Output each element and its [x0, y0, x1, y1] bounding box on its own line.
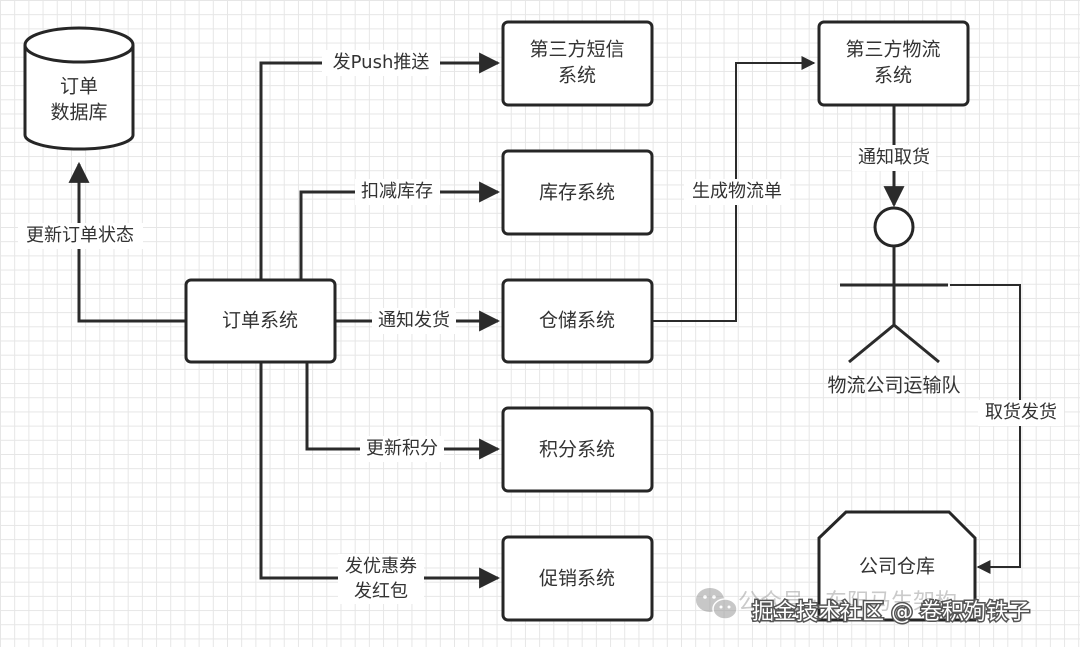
node-label: 促销系统 — [539, 568, 615, 590]
actor-left-leg — [848, 323, 895, 364]
node-inventory-system[interactable]: 库存系统 — [501, 149, 654, 236]
edge-label-line-2: 发红包 — [354, 581, 408, 602]
edge-update-order-status[interactable]: 更新订单状态 — [18, 161, 186, 323]
node-label-line-1: 第三方物流 — [845, 39, 940, 61]
node-sms-system[interactable]: 第三方短信 系统 — [501, 20, 654, 107]
edge-label: 扣减库存 — [361, 181, 433, 202]
node-transport-team[interactable]: 物流公司运输队 — [827, 206, 961, 397]
node-warehouse-system[interactable]: 仓储系统 — [501, 278, 654, 364]
edge-label: 发Push推送 — [333, 52, 430, 73]
edge-pickup-ship[interactable]: 取货发货 — [950, 284, 1064, 574]
node-label: 库存系统 — [539, 182, 615, 204]
edge-label: 取货发货 — [985, 402, 1057, 423]
node-label-line-2: 系统 — [874, 65, 912, 87]
actor-right-leg — [893, 323, 940, 364]
edge-label: 通知取货 — [858, 147, 930, 168]
node-label: 订单系统 — [222, 310, 298, 332]
node-label: 公司仓库 — [859, 556, 935, 578]
watermark-wechat-text: 公众号 · 东阳马生架构 — [738, 590, 957, 615]
watermark-wechat: 公众号 · 东阳马生架构 — [696, 588, 957, 620]
actor-head — [873, 206, 915, 248]
node-points-system[interactable]: 积分系统 — [501, 406, 654, 493]
node-order-db[interactable]: 订单 数据库 — [23, 26, 135, 151]
edge-label: 生成物流单 — [692, 181, 782, 202]
watermark-juejin-text: 掘金技术社区 @ 卷积殉铁子 — [752, 600, 1030, 625]
edge-label: 通知发货 — [378, 310, 450, 331]
node-label: 仓储系统 — [539, 310, 615, 332]
node-company-warehouse[interactable]: 公司仓库 — [817, 510, 977, 622]
node-label-line-1: 第三方短信 — [529, 39, 624, 61]
watermark-juejin: 掘金技术社区 @ 卷积殉铁子 — [751, 599, 1032, 627]
node-label: 积分系统 — [539, 439, 615, 461]
node-label-line-2: 数据库 — [50, 102, 107, 124]
edge-notify-ship[interactable]: 通知发货 — [335, 308, 501, 334]
node-label-line-2: 系统 — [558, 65, 596, 87]
node-order-system[interactable]: 订单系统 — [184, 278, 337, 364]
edge-create-waybill[interactable]: 生成物流单 — [652, 56, 816, 322]
edge-coupons[interactable]: 发优惠券 发红包 — [259, 362, 501, 604]
edge-update-points[interactable]: 更新积分 — [305, 362, 501, 462]
edge-label-line-1: 发优惠券 — [345, 556, 417, 577]
edge-label: 更新积分 — [366, 438, 438, 459]
node-label-line-1: 订单 — [60, 76, 98, 98]
wechat-icon — [696, 588, 738, 620]
node-promotion-system[interactable]: 促销系统 — [501, 535, 654, 622]
edge-push[interactable]: 发Push推送 — [259, 50, 501, 279]
edge-notify-pickup[interactable]: 通知取货 — [852, 106, 936, 208]
node-logistics-system[interactable]: 第三方物流 系统 — [817, 20, 970, 107]
node-label: 物流公司运输队 — [827, 375, 960, 397]
edge-label: 更新订单状态 — [26, 225, 134, 246]
edge-reduce-stock[interactable]: 扣减库存 — [299, 179, 501, 279]
